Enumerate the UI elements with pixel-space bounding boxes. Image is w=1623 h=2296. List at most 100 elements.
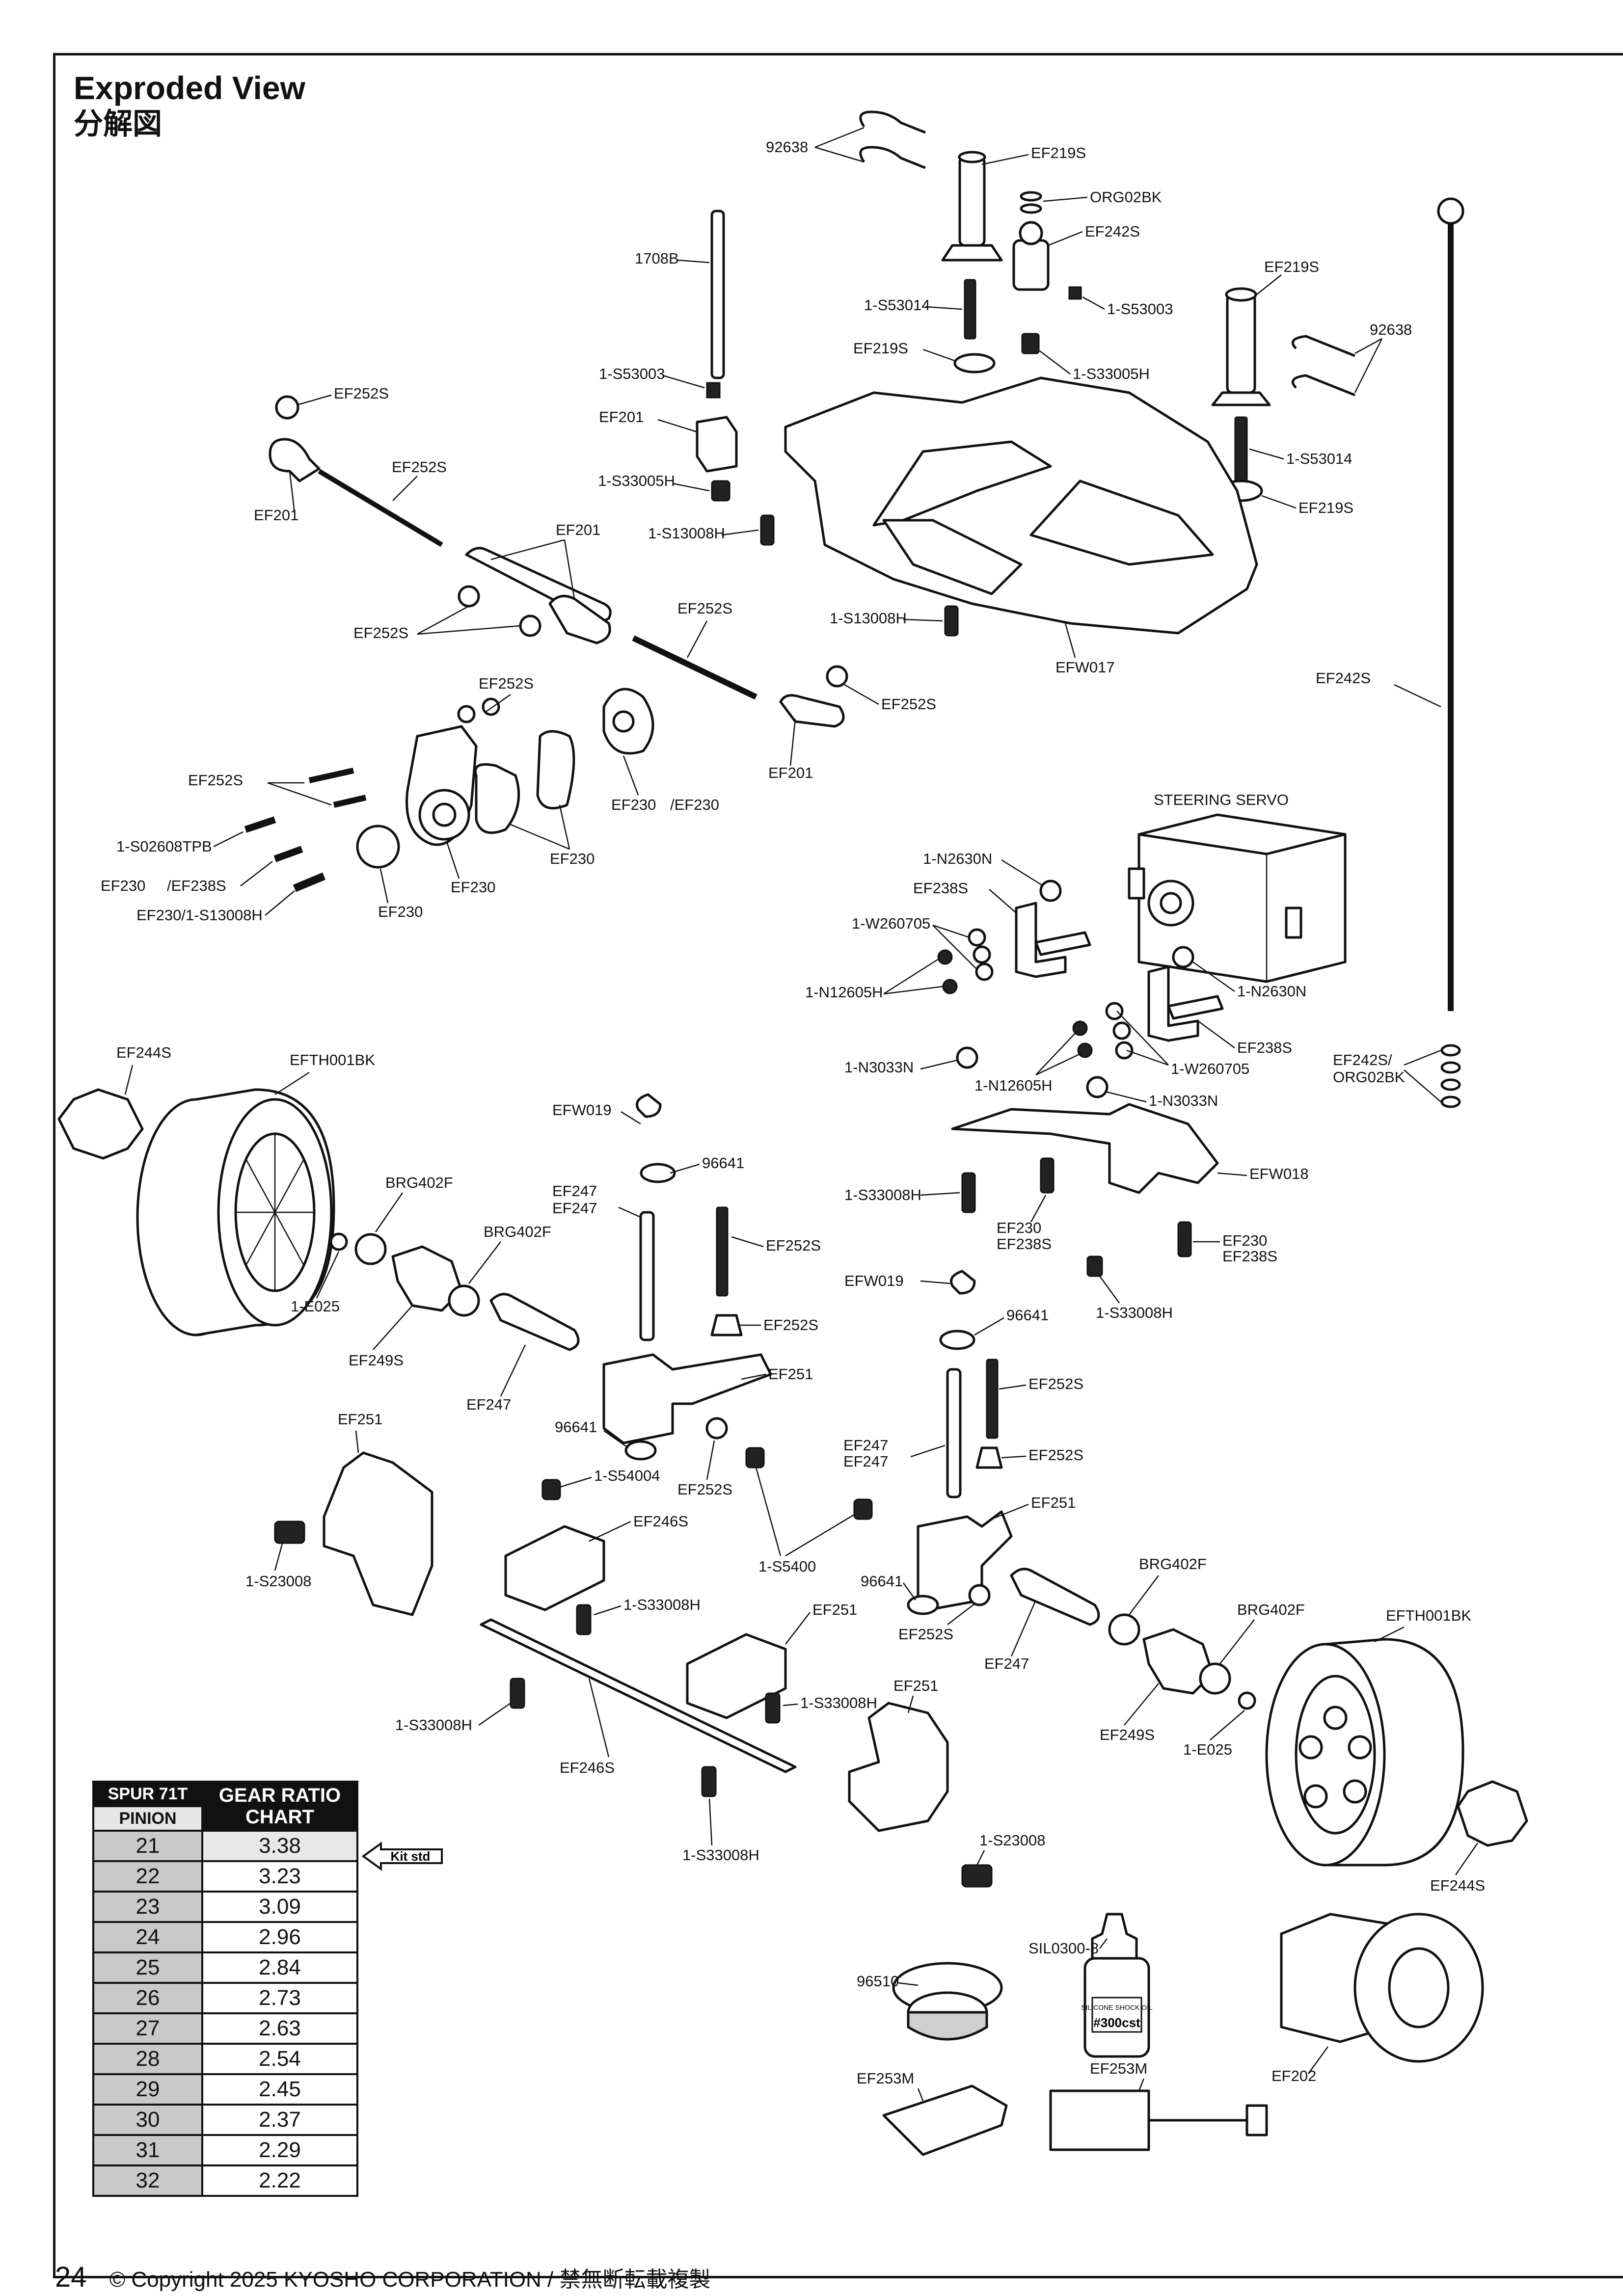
- label-ef252s-f-b: EF252S: [677, 1481, 732, 1498]
- screws-1-n12605h: [937, 949, 1093, 1058]
- label-ef230-f: EF230: [101, 877, 145, 894]
- label-ef246s-a: EF246S: [560, 1759, 615, 1776]
- wrench-ef253m-c: [1049, 2089, 1268, 2151]
- set-screw-1-s53014: [964, 279, 976, 340]
- ratio-cell: 2.22: [201, 2164, 358, 2197]
- screw-1-s33008h-e: [510, 1678, 525, 1709]
- label-1-w260705-b: 1-W260705: [1171, 1060, 1249, 1077]
- label-1-e025: 1-E025: [291, 1298, 340, 1315]
- label-ef252s-d: EF252S: [766, 1237, 821, 1254]
- label-ef246s-b: EF246S: [633, 1513, 688, 1530]
- steering-block-ef251-3-b: [917, 1510, 1013, 1611]
- label-1-s33005h: 1-S33005H: [1073, 365, 1150, 382]
- label-1-n12605h-b: 1-N12605H: [974, 1077, 1053, 1094]
- wheel-nut-ef244s-b: [1457, 1780, 1528, 1847]
- label-ef251-2: EF251: [812, 1601, 857, 1618]
- label-ef252s-f-c: EF252S: [898, 1626, 953, 1643]
- label-ef201-2-b: EF201: [556, 521, 600, 538]
- label-ef249s: EF249S: [349, 1352, 404, 1369]
- label-efw019-b: EFW019: [844, 1272, 904, 1289]
- label-ef244s-b: EF244S: [1430, 1877, 1485, 1894]
- ball-end-ef201-d: [779, 694, 845, 728]
- spring-efw019: [636, 1093, 662, 1118]
- label-ef238s-b-b: EF238S: [997, 1235, 1052, 1253]
- label-ef238s-b-c: EF238S: [1222, 1248, 1277, 1265]
- pinion-cell: 23: [92, 1891, 203, 1923]
- kit-std-arrow: Kit std: [361, 1842, 443, 1871]
- screw-1-s13008h: [760, 514, 775, 546]
- set-screw-1-s5400-b: [853, 1498, 873, 1520]
- tool-ef202-e: [1280, 1913, 1484, 2063]
- steering-block-ef251-3: [602, 1353, 772, 1444]
- label-1-s33005h-b: 1-S33005H: [598, 472, 675, 489]
- label-96510: 96510: [857, 1973, 899, 1990]
- nut-ef252s-f-b: [968, 1584, 991, 1606]
- label-ef238s-a: EF238S: [913, 880, 968, 897]
- arm-mount-ef251-2: [686, 1633, 787, 1719]
- servo-mount-ef201: [696, 416, 738, 473]
- bushing-ef230-d: [356, 825, 400, 869]
- spring-efw019-b: [950, 1270, 976, 1295]
- label-ef252s-c: EF252S: [334, 385, 389, 402]
- label-ef252s-c-b: EF252S: [353, 624, 408, 641]
- shim-tool-ef253m-b: [882, 2084, 1008, 2156]
- page-title: Exproded View: [74, 70, 305, 106]
- label-brg402f-b: BRG402F: [484, 1223, 551, 1240]
- pinion-cell: 26: [92, 1982, 203, 2014]
- label-brg402f: BRG402F: [385, 1174, 453, 1191]
- label-ef219s-a: EF219S: [1264, 258, 1319, 275]
- label-ef238s-b: /EF238S: [167, 877, 226, 894]
- screw-ef230-f-c: [1177, 1221, 1192, 1257]
- label-1-n3033n-b: 1-N3033N: [1149, 1092, 1218, 1109]
- set-screw-1-s5400: [745, 1447, 765, 1468]
- label-1-s23008-b: 1-S23008: [979, 1832, 1045, 1849]
- label-1-s33008h: 1-S33008H: [623, 1596, 701, 1613]
- screw-1-s33008h-g: [701, 1766, 717, 1797]
- label-ef251-1: EF251: [338, 1411, 382, 1428]
- kingpin-ef247: [639, 1211, 655, 1341]
- nut-1-n2630n-b: [1172, 946, 1194, 968]
- screw-ef230-f-b: [1040, 1157, 1055, 1194]
- copyright: © Copyright 2025 KYOSHO CORPORATION / 禁無…: [109, 2268, 711, 2292]
- label-ef242s-org: EF242S/: [1333, 1051, 1392, 1068]
- page-number: 24: [55, 2261, 87, 2293]
- ball-ef252s-c-2: [519, 614, 541, 637]
- page-title-ja: 分解図: [74, 107, 162, 140]
- label-ef202-e: EF202: [1271, 2067, 1316, 2084]
- wheel-efth001bk-left: [136, 1088, 335, 1336]
- screw-ef252s-e-2: [333, 795, 367, 808]
- label-1-s33008h-e: 1-S33008H: [844, 1186, 921, 1203]
- pinion-cell: 31: [92, 2134, 203, 2166]
- pinion-cell: 22: [92, 1860, 203, 1893]
- bearing-brg402f: [354, 1233, 387, 1265]
- label-96641-b: 96641: [555, 1418, 597, 1436]
- screw-ef252s-e: [308, 768, 354, 783]
- label-1-s33008h-c: 1-S33008H: [395, 1716, 472, 1734]
- label-1-n2630n-b: 1-N2630N: [1237, 983, 1306, 1000]
- e-clip-1-e025-b: [1238, 1691, 1256, 1710]
- spur-header: SPUR 71T: [92, 1781, 203, 1807]
- shaft-1708b: [710, 210, 725, 379]
- e-clip-1-e025: [329, 1232, 348, 1251]
- label-1-s02608tpb: 1-S02608TPB: [116, 838, 212, 855]
- bearing-brg402f-b: [448, 1284, 480, 1317]
- label-ef230-d: EF230: [378, 903, 423, 920]
- label-ef238s-a-b: EF238S: [1237, 1039, 1292, 1056]
- label-ef252s-a: EF252S: [392, 458, 447, 476]
- label-ef247-a: EF247: [552, 1182, 597, 1200]
- label-1-s13008h-b: 1-S13008H: [830, 610, 907, 627]
- arrow-left-icon: [361, 1842, 443, 1871]
- label-ef252s-c-c: EF252S: [881, 695, 936, 713]
- pinion-header: PINION: [92, 1805, 203, 1832]
- shock-tool-96510: [892, 1962, 1003, 2041]
- washer-96641-c: [939, 1330, 975, 1350]
- set-screw-1-s54004: [541, 1479, 561, 1500]
- pinion-cell: 32: [92, 2164, 203, 2197]
- c-hub-ef251-1-b: [848, 1702, 949, 1832]
- label-ef230-1-s13008h: EF230/1-S13008H: [136, 907, 263, 924]
- turnbuckle-ef252s-b: [632, 635, 757, 700]
- ratio-cell: 2.54: [201, 2043, 358, 2075]
- label-1708b: 1708B: [635, 250, 679, 267]
- label-efw018-c: EFW018: [1249, 1165, 1309, 1182]
- label-ef230-c: EF230: [451, 879, 495, 896]
